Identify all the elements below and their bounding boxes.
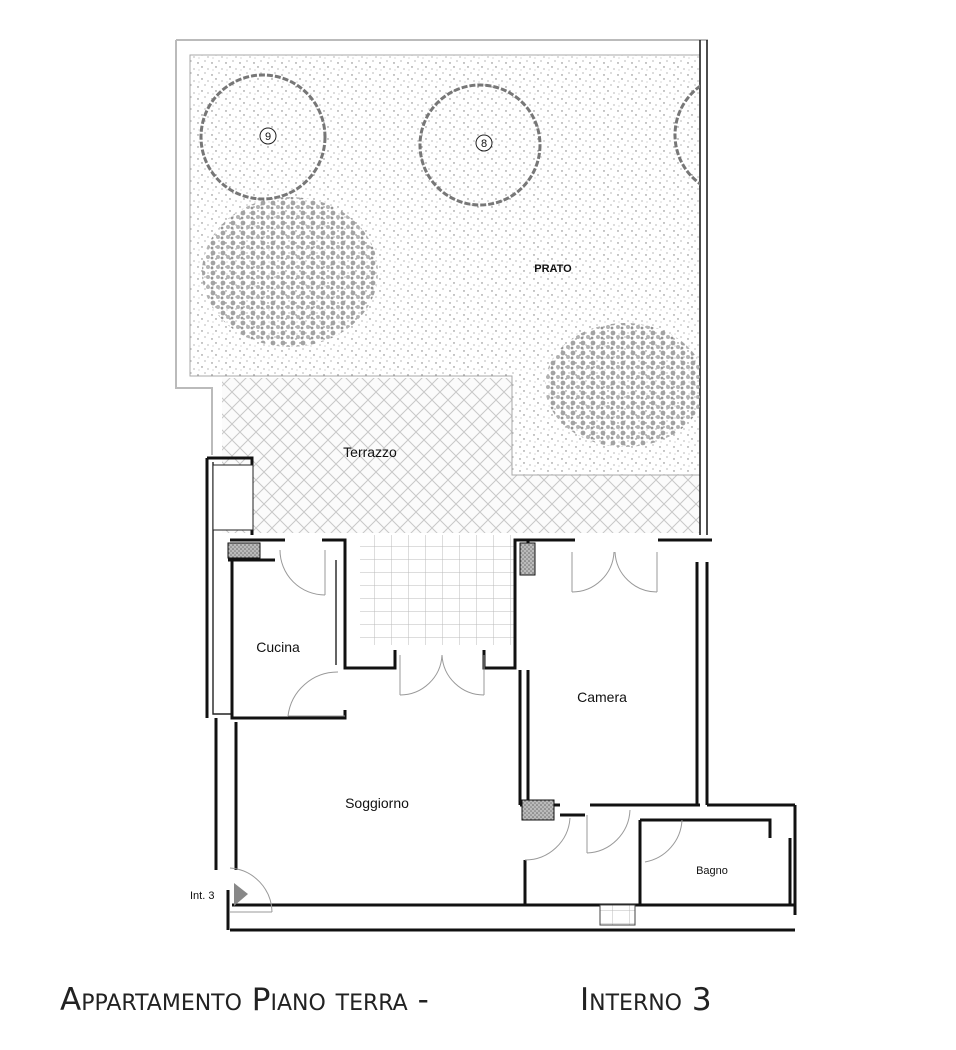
pillar bbox=[519, 542, 536, 576]
shrub-icon bbox=[545, 323, 700, 447]
room-label-bagno: Bagno bbox=[696, 865, 728, 877]
radiator bbox=[599, 904, 636, 926]
door-swings bbox=[229, 549, 683, 913]
shrub-icon bbox=[202, 197, 378, 347]
entrance-label: Int. 3 bbox=[190, 890, 214, 902]
room-label-terrazzo: Terrazzo bbox=[343, 444, 397, 460]
tree-number: 9 bbox=[265, 131, 271, 143]
room-label-cucina: Cucina bbox=[256, 639, 300, 655]
entrance-arrow-icon bbox=[234, 883, 248, 906]
tree-number-badge bbox=[475, 134, 493, 152]
walls bbox=[205, 456, 797, 932]
room-label-soggiorno: Soggiorno bbox=[345, 795, 409, 811]
tree-icon bbox=[418, 83, 542, 207]
tree-icon bbox=[673, 84, 700, 186]
garden-boundary bbox=[175, 39, 708, 455]
room-label-camera: Camera bbox=[577, 689, 627, 705]
pillar bbox=[521, 799, 555, 821]
caption-unit: Interno 3 bbox=[580, 982, 712, 1018]
garden-fence bbox=[699, 40, 708, 535]
tree-number-badge bbox=[259, 127, 277, 145]
tree-number: 8 bbox=[481, 138, 487, 150]
stairs bbox=[360, 535, 515, 645]
pillar bbox=[227, 542, 261, 559]
room-label-prato: PRATO bbox=[534, 263, 572, 275]
tree-icon bbox=[199, 73, 327, 201]
caption-title: Appartamento Piano terra - bbox=[60, 982, 429, 1018]
window-bay bbox=[212, 464, 254, 531]
